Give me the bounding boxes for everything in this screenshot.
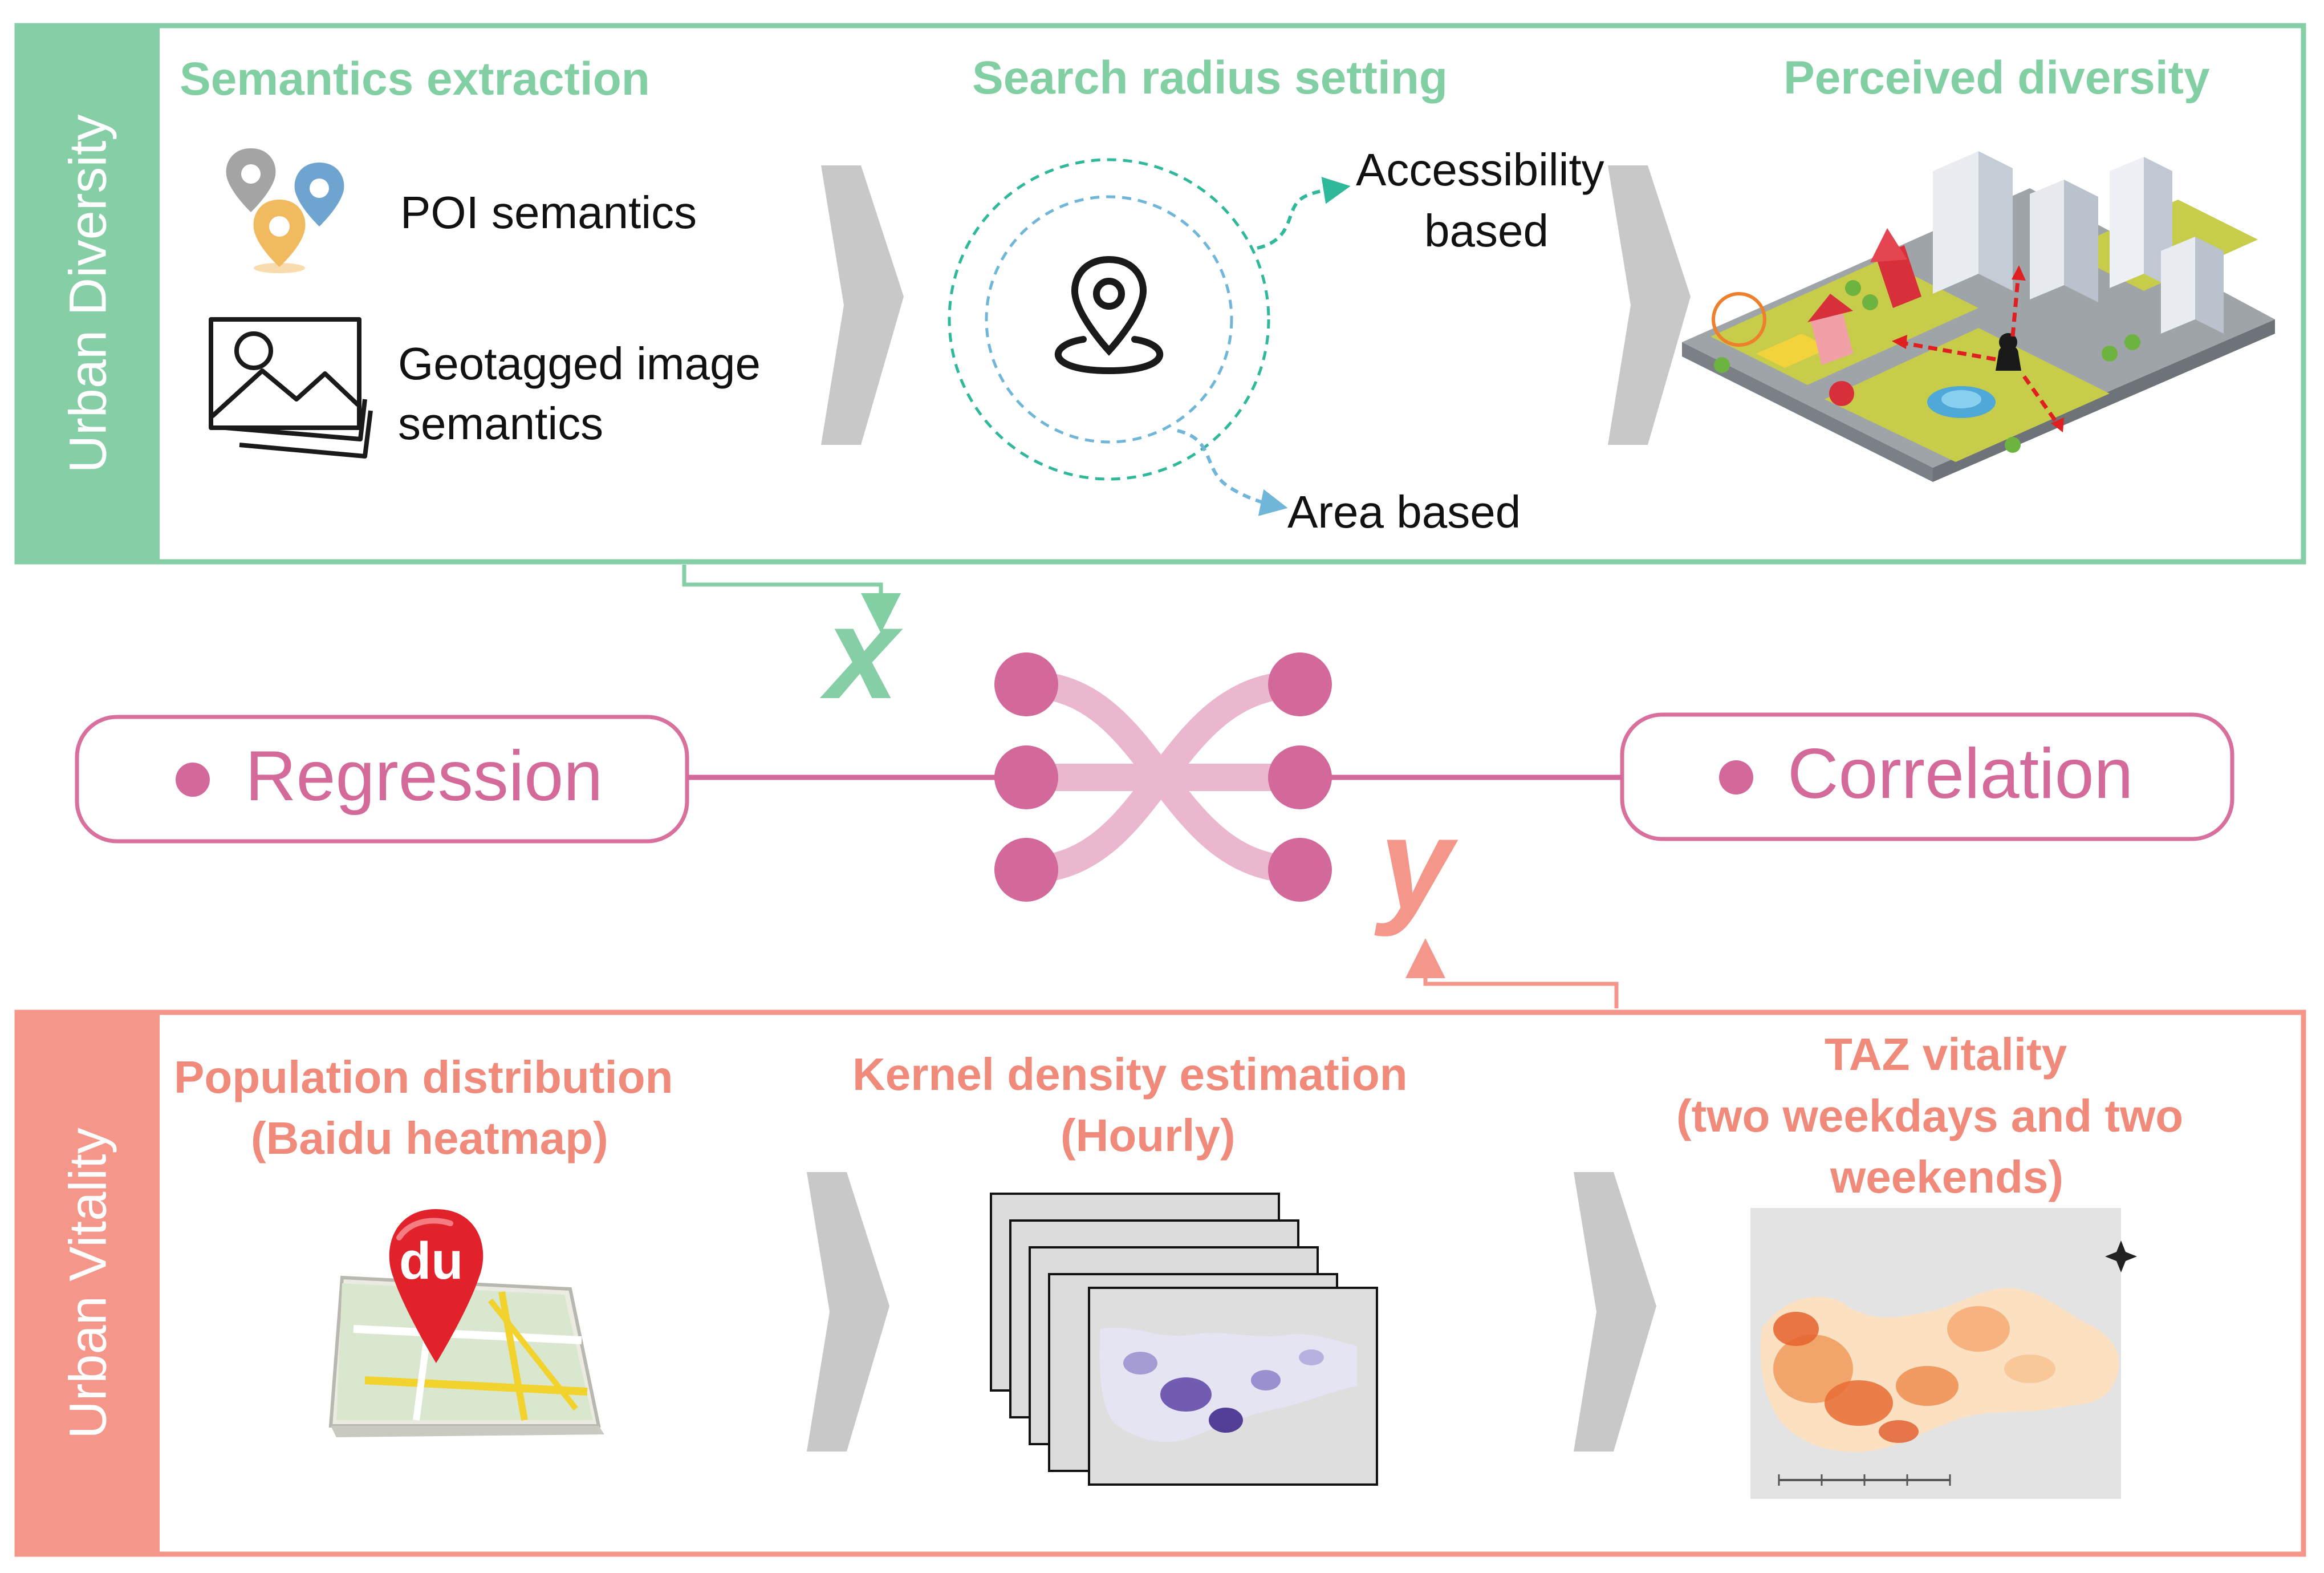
- chevron-arrow-icon: [1574, 1172, 1656, 1452]
- search-radius-icon: [948, 158, 1270, 481]
- urban-vitality-label: Urban Vitality: [59, 1128, 117, 1439]
- taz-vitality-map: [1750, 1208, 2137, 1499]
- isometric-city-illustration: [1682, 151, 2275, 482]
- perceived-diversity-title: Perceived diversity: [1783, 52, 2210, 104]
- area-based-label: Area based: [1287, 487, 1521, 537]
- geotagged-image-label-line1: Geotagged image: [398, 338, 761, 389]
- urban-vitality-panel: [14, 1010, 2306, 1557]
- population-distribution-title-line2: (Baidu heatmap): [251, 1113, 608, 1163]
- accessibility-label-line1: Accessibility: [1356, 144, 1604, 195]
- baidu-logo-text: du: [399, 1232, 464, 1290]
- x-variable-label: x: [826, 579, 899, 726]
- geotagged-image-icon: [209, 317, 373, 459]
- correlation-bullet: [1719, 760, 1753, 794]
- network-connector-icon: [994, 652, 1332, 902]
- urban-diversity-label: Urban Diversity: [59, 114, 117, 473]
- poi-semantics-label: POI semantics: [400, 187, 697, 238]
- x-connector-arrow: [682, 565, 901, 633]
- taz-vitality-title-line1: TAZ vitality: [1825, 1029, 2067, 1080]
- kde-map-stack-icon: [990, 1193, 1378, 1486]
- poi-pins-icon: [226, 148, 344, 273]
- vitality-side-band: [17, 1012, 160, 1554]
- baidu-map-icon: [328, 1209, 604, 1437]
- correlation-label: Correlation: [1787, 735, 2134, 813]
- chevron-arrow-icon: [1608, 165, 1691, 445]
- y-variable-label: y: [1380, 790, 1453, 937]
- geotagged-image-label-line2: semantics: [398, 398, 604, 449]
- accessibility-arrow: [1257, 177, 1351, 250]
- urban-diversity-panel: [14, 23, 2306, 565]
- kde-title-line1: Kernel density estimation: [852, 1049, 1408, 1100]
- regression-label: Regression: [245, 737, 603, 816]
- chevron-arrow-icon: [821, 165, 904, 445]
- population-distribution-title-line1: Population distribution: [174, 1052, 673, 1102]
- area-arrow: [1177, 429, 1288, 516]
- kde-title-line2: (Hourly): [1061, 1110, 1236, 1161]
- semantics-extraction-title: Semantics extraction: [180, 53, 650, 105]
- search-radius-title: Search radius setting: [972, 52, 1448, 104]
- taz-vitality-title-line3: weekends): [1830, 1152, 2064, 1202]
- diversity-panel-frame: [14, 23, 2306, 565]
- taz-vitality-title-line2: (two weekdays and two: [1676, 1090, 2184, 1141]
- accessibility-label-line2: based: [1424, 205, 1549, 256]
- diversity-side-band: [17, 26, 160, 562]
- regression-bullet: [176, 763, 210, 797]
- vitality-panel-frame: [14, 1010, 2306, 1557]
- y-connector-arrow: [1405, 938, 1619, 1008]
- chevron-arrow-icon: [807, 1172, 889, 1452]
